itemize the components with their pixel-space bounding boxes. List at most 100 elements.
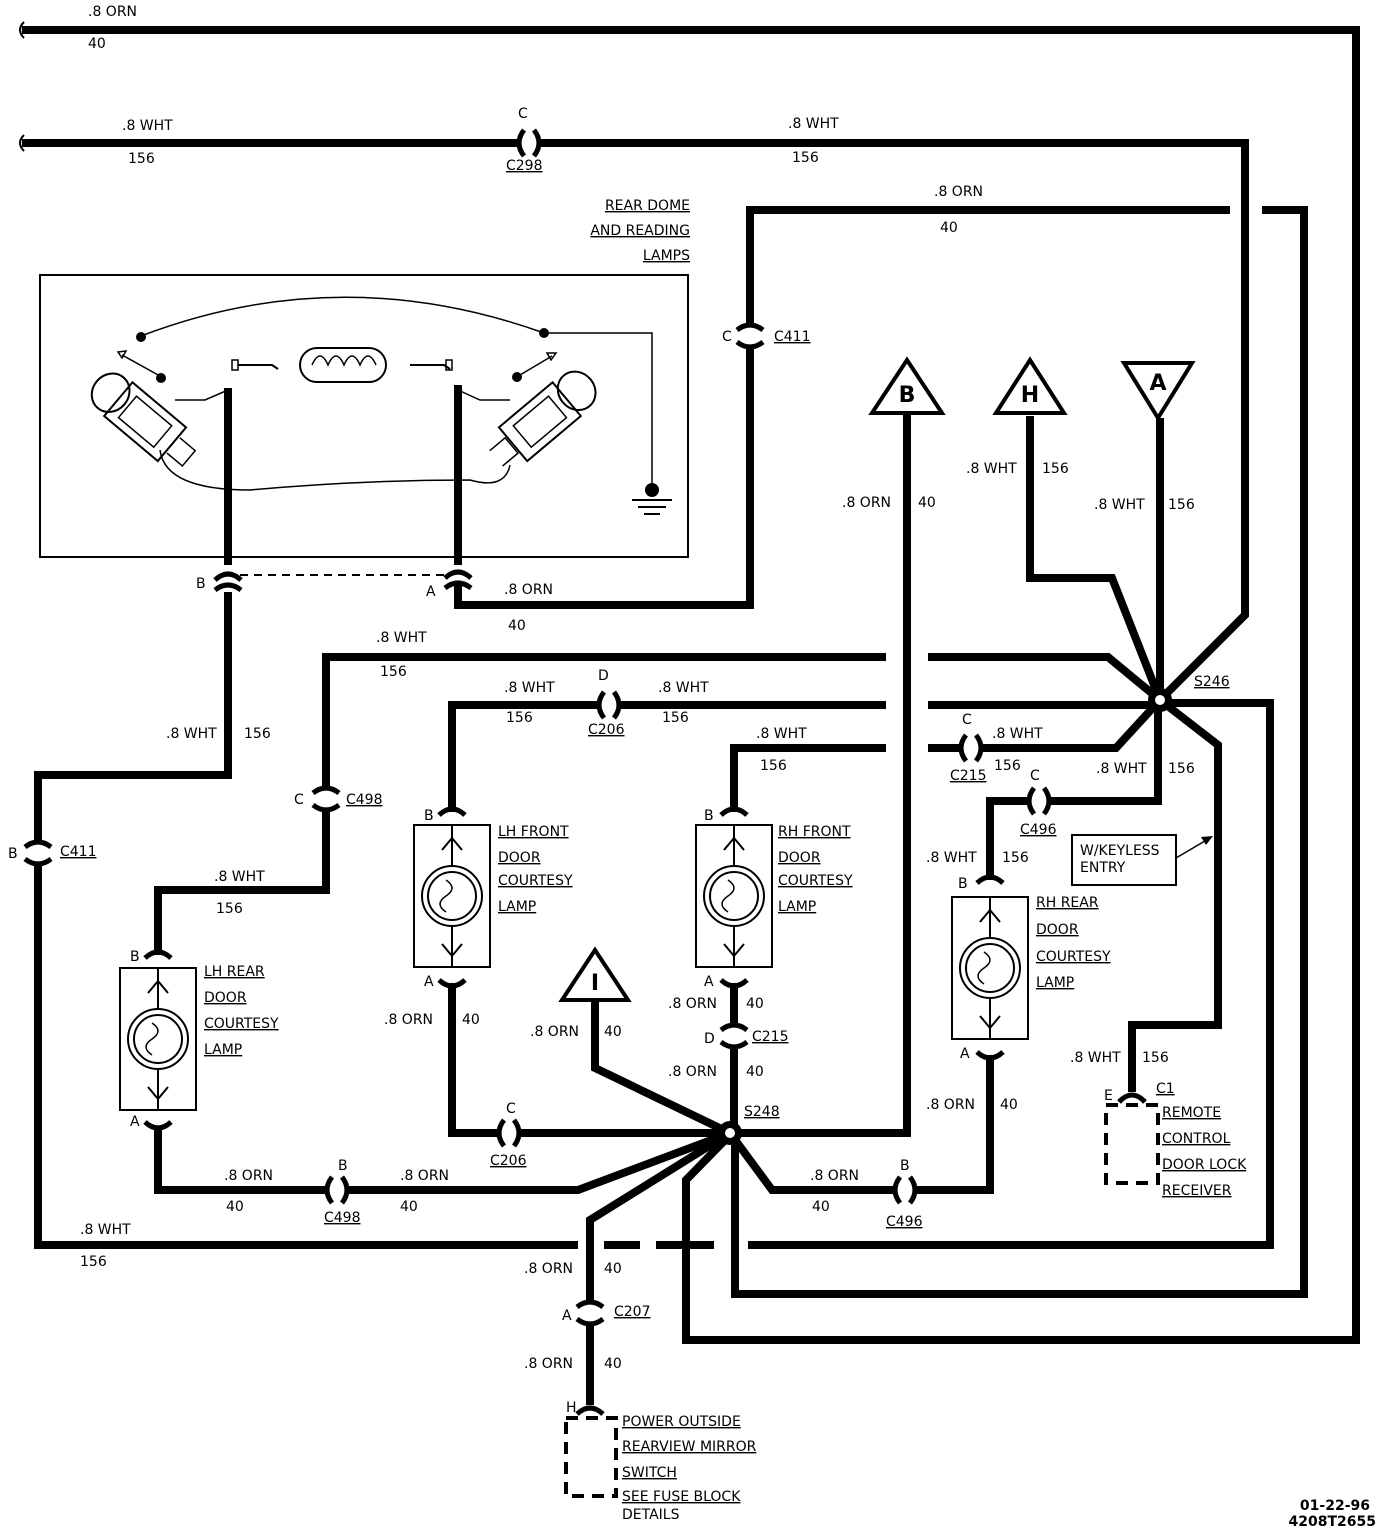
svg-text:E: E bbox=[1104, 1088, 1113, 1104]
svg-text:.8 WHT: .8 WHT bbox=[788, 116, 839, 132]
svg-text:.8 WHT: .8 WHT bbox=[1070, 1050, 1121, 1066]
splice-s246 bbox=[1148, 688, 1172, 712]
svg-text:.8 ORN: .8 ORN bbox=[842, 495, 891, 511]
svg-text:.8 ORN: .8 ORN bbox=[810, 1168, 859, 1184]
svg-text:DOOR LOCK: DOOR LOCK bbox=[1162, 1157, 1247, 1173]
svg-text:C498: C498 bbox=[346, 792, 383, 808]
offpage-connector-i: I bbox=[558, 946, 632, 1002]
svg-text:40: 40 bbox=[604, 1024, 622, 1040]
svg-text:ENTRY: ENTRY bbox=[1080, 860, 1126, 876]
svg-text:156: 156 bbox=[380, 664, 407, 680]
svg-text:.8 ORN: .8 ORN bbox=[934, 184, 983, 200]
svg-text:C498: C498 bbox=[324, 1210, 361, 1226]
svg-text:40: 40 bbox=[746, 996, 764, 1012]
svg-text:.8 WHT: .8 WHT bbox=[966, 461, 1017, 477]
svg-text:C215: C215 bbox=[752, 1029, 789, 1045]
svg-text:REARVIEW MIRROR: REARVIEW MIRROR bbox=[622, 1439, 757, 1455]
wire-labels: .8 ORN 40 .8 WHT 156 .8 WHT 156 .8 ORN 40 .8… bbox=[80, 4, 1195, 1372]
splice-s248 bbox=[718, 1121, 742, 1145]
svg-text:.8 ORN: .8 ORN bbox=[400, 1168, 449, 1184]
svg-text:DOOR: DOOR bbox=[778, 850, 821, 866]
svg-text:156: 156 bbox=[662, 710, 689, 726]
svg-text:SWITCH: SWITCH bbox=[622, 1465, 677, 1481]
svg-text:156: 156 bbox=[760, 758, 787, 774]
svg-text:.8 WHT: .8 WHT bbox=[166, 726, 217, 742]
svg-text:B: B bbox=[8, 846, 18, 862]
svg-text:COURTESY: COURTESY bbox=[778, 873, 853, 889]
svg-text:.8 ORN: .8 ORN bbox=[926, 1097, 975, 1113]
svg-text:40: 40 bbox=[604, 1261, 622, 1277]
svg-text:B: B bbox=[424, 808, 434, 824]
mirror-switch-box bbox=[564, 1416, 618, 1498]
svg-text:COURTESY: COURTESY bbox=[498, 873, 573, 889]
offpage-connector-a: A bbox=[1120, 361, 1196, 422]
svg-text:A: A bbox=[562, 1308, 572, 1324]
svg-text:SEE FUSE BLOCK: SEE FUSE BLOCK bbox=[622, 1489, 741, 1505]
svg-text:C: C bbox=[506, 1101, 516, 1117]
svg-text:156: 156 bbox=[128, 151, 155, 167]
svg-text:.8 ORN: .8 ORN bbox=[384, 1012, 433, 1028]
svg-text:.8 WHT: .8 WHT bbox=[1096, 761, 1147, 777]
svg-text:156: 156 bbox=[80, 1254, 107, 1270]
svg-text:B: B bbox=[338, 1158, 348, 1174]
svg-text:.8 ORN: .8 ORN bbox=[668, 996, 717, 1012]
right-bulb-icon bbox=[489, 370, 597, 467]
svg-text:.8 ORN: .8 ORN bbox=[524, 1261, 573, 1277]
svg-text:C298: C298 bbox=[506, 158, 543, 174]
svg-text:LH FRONT: LH FRONT bbox=[498, 824, 569, 840]
svg-text:.8 WHT: .8 WHT bbox=[756, 726, 807, 742]
svg-text:DETAILS: DETAILS bbox=[622, 1507, 680, 1523]
svg-text:A: A bbox=[1149, 371, 1166, 396]
svg-text:C: C bbox=[722, 329, 732, 345]
svg-text:I: I bbox=[591, 971, 599, 996]
svg-text:LAMPS: LAMPS bbox=[643, 248, 690, 264]
svg-text:C: C bbox=[294, 792, 304, 808]
svg-text:.8 ORN: .8 ORN bbox=[530, 1024, 579, 1040]
svg-text:156: 156 bbox=[1002, 850, 1029, 866]
svg-text:C206: C206 bbox=[490, 1153, 527, 1169]
svg-text:40: 40 bbox=[746, 1064, 764, 1080]
keyless-note bbox=[1071, 834, 1213, 886]
svg-text:C: C bbox=[962, 712, 972, 728]
svg-text:B: B bbox=[196, 576, 206, 592]
svg-text:LAMP: LAMP bbox=[778, 899, 816, 915]
svg-text:A: A bbox=[424, 974, 434, 990]
svg-text:DOOR: DOOR bbox=[204, 990, 247, 1006]
svg-text:.8 WHT: .8 WHT bbox=[504, 680, 555, 696]
svg-text:40: 40 bbox=[918, 495, 936, 511]
component-labels: REAR DOME AND READING LAMPS LH FRONT DOO… bbox=[204, 198, 1247, 1523]
svg-text:S246: S246 bbox=[1194, 674, 1230, 690]
svg-text:COURTESY: COURTESY bbox=[204, 1016, 279, 1032]
svg-text:C411: C411 bbox=[774, 329, 811, 345]
svg-text:.8 ORN: .8 ORN bbox=[524, 1356, 573, 1372]
rh-rear-door-lamp bbox=[951, 896, 1029, 1040]
svg-text:.8 WHT: .8 WHT bbox=[376, 630, 427, 646]
svg-text:.8 WHT: .8 WHT bbox=[80, 1222, 131, 1238]
rh-front-door-lamp bbox=[695, 824, 773, 968]
svg-text:C496: C496 bbox=[1020, 822, 1057, 838]
svg-text:LAMP: LAMP bbox=[498, 899, 536, 915]
svg-text:40: 40 bbox=[604, 1356, 622, 1372]
svg-text:.8 WHT: .8 WHT bbox=[658, 680, 709, 696]
svg-text:156: 156 bbox=[994, 758, 1021, 774]
offpage-connector-b: B bbox=[868, 356, 946, 415]
svg-text:.8 ORN: .8 ORN bbox=[224, 1168, 273, 1184]
svg-text:H: H bbox=[566, 1400, 577, 1416]
svg-text:.8 WHT: .8 WHT bbox=[122, 118, 173, 134]
svg-text:.8 ORN: .8 ORN bbox=[668, 1064, 717, 1080]
svg-text:A: A bbox=[960, 1046, 970, 1062]
connector-symbols bbox=[23, 128, 1147, 1416]
wire-break-marks bbox=[19, 21, 25, 152]
ground-icon bbox=[632, 483, 672, 515]
svg-text:A: A bbox=[426, 584, 436, 600]
svg-text:REAR DOME: REAR DOME bbox=[605, 198, 690, 214]
svg-text:156: 156 bbox=[1168, 497, 1195, 513]
svg-text:RH FRONT: RH FRONT bbox=[778, 824, 851, 840]
svg-text:B: B bbox=[899, 383, 916, 408]
svg-text:40: 40 bbox=[508, 618, 526, 634]
footer: 01-22-96 4208T2655 bbox=[1289, 1498, 1376, 1530]
svg-text:DOOR: DOOR bbox=[498, 850, 541, 866]
svg-text:LH REAR: LH REAR bbox=[204, 964, 265, 980]
svg-text:C496: C496 bbox=[886, 1214, 923, 1230]
dome-bulb-icon bbox=[231, 347, 453, 383]
